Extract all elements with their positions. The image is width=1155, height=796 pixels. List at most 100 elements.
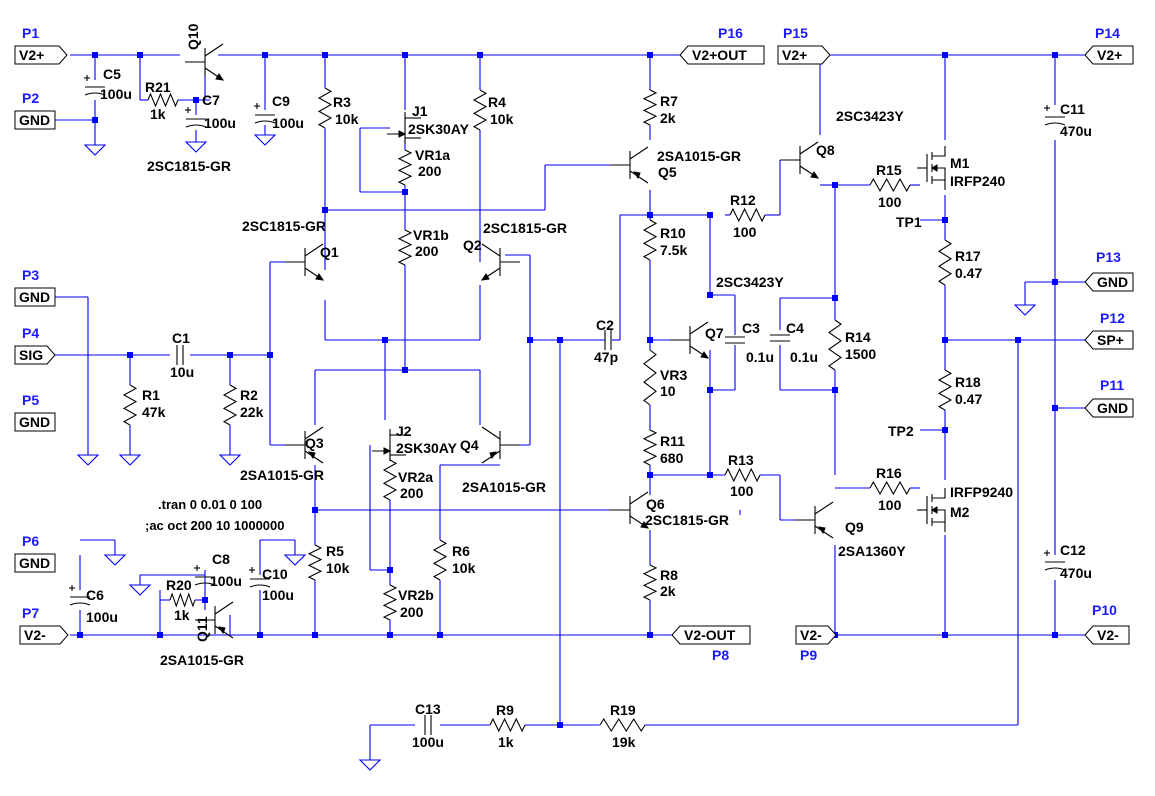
junction-41: [942, 337, 948, 343]
r16-resistor: [869, 480, 911, 496]
port-net-p5: GND: [19, 414, 50, 430]
m2-mosfet: [917, 488, 946, 532]
m1-label: M1: [950, 155, 970, 171]
junction-45: [1052, 405, 1058, 411]
q1-transistor: [285, 243, 325, 281]
r2-value: 22k: [240, 404, 264, 420]
j1-label: J1: [412, 103, 428, 119]
port-name-p2: P2: [22, 90, 39, 106]
c7-label: C7: [202, 92, 220, 108]
junction-48: [1052, 632, 1058, 638]
ground-c7: [184, 141, 208, 153]
c12-value: 470u: [1060, 565, 1092, 581]
r5-label: R5: [326, 543, 344, 559]
c6-label: C6: [86, 587, 104, 603]
port-p4: SIG: [14, 345, 56, 365]
junction-10: [402, 189, 408, 195]
r3-value: 10k: [335, 111, 359, 127]
c8-label: C8: [212, 551, 230, 567]
port-p8: V2-OUT: [671, 625, 751, 645]
port-p3: GND: [14, 287, 56, 307]
port-net-p1: V2+: [19, 47, 44, 63]
port-p7: V2-: [19, 625, 69, 645]
port-net-p9: V2-: [800, 627, 822, 643]
r12-resistor: [729, 207, 766, 223]
port-net-p11: GND: [1097, 400, 1128, 416]
q11-label: Q11: [194, 616, 210, 642]
j2-value: 2SK30AY: [396, 440, 458, 456]
c2-capacitor: [604, 330, 612, 350]
port-net-p14: V2+: [1097, 47, 1122, 63]
c10-label: C10: [262, 566, 288, 582]
r13-label: R13: [728, 452, 754, 468]
m1-value: IRFP240: [950, 173, 1005, 189]
c7-capacitor: [185, 107, 207, 128]
j1-fet: [387, 112, 421, 144]
junction-47: [942, 632, 948, 638]
c5-label: C5: [103, 66, 121, 82]
junction-18: [647, 212, 653, 218]
port-p16: V2+OUT: [679, 45, 765, 65]
vr2a-label: VR2a: [398, 469, 433, 485]
c8-capacitor: [194, 565, 216, 586]
port-name-p12: P12: [1100, 310, 1125, 326]
q8-label: Q8: [816, 142, 835, 158]
r7-label: R7: [660, 93, 678, 109]
port-name-p1: P1: [22, 25, 39, 41]
junction-5: [477, 52, 483, 58]
junction-15: [402, 367, 408, 373]
r1-value: 47k: [142, 404, 166, 420]
r13-value: 100: [730, 483, 754, 499]
c4-label: C4: [786, 320, 804, 336]
junction-43: [942, 427, 948, 433]
c11-value: 470u: [1060, 123, 1092, 139]
vr1b-resistor: [397, 229, 413, 266]
junction-25: [312, 507, 318, 513]
q2-value: 2SC1815-GR: [483, 220, 567, 236]
c12-capacitor: [1044, 550, 1066, 571]
vr1a-value: 200: [418, 163, 442, 179]
junction-11: [127, 352, 133, 358]
q8-value: 2SC3423Y: [836, 108, 904, 124]
vr2b-label: VR2b: [398, 587, 434, 603]
q7-value: 2SC3423Y: [716, 274, 784, 290]
q5-transistor: [610, 146, 649, 184]
vr3-resistor: [643, 349, 657, 406]
spice-tran: .tran 0 0.01 0 100: [158, 497, 262, 512]
ground-c13: [358, 759, 382, 771]
r8-resistor: [642, 564, 658, 601]
r5-resistor: [307, 544, 323, 581]
c1-capacitor: [176, 345, 184, 365]
port-net-p6: GND: [19, 555, 50, 571]
r17-value: 0.47: [955, 265, 982, 281]
junction-20: [707, 212, 713, 218]
c6-value: 100u: [86, 609, 118, 625]
r1-label: R1: [142, 387, 160, 403]
port-net-p2: GND: [19, 112, 50, 128]
r21-resistor: [147, 92, 179, 108]
port-p1: V2+: [14, 45, 68, 65]
junction-33: [647, 632, 653, 638]
junction-19: [647, 337, 653, 343]
junction-34: [557, 722, 563, 728]
junction-24: [707, 472, 713, 478]
r12-label: R12: [730, 192, 756, 208]
r21-label: R21: [145, 79, 171, 95]
r2-resistor: [222, 384, 238, 426]
r21-value: 1k: [150, 106, 166, 122]
ground-c8: [128, 584, 152, 596]
ground-p3: [76, 454, 100, 466]
ground-p13: [1013, 304, 1037, 316]
r3-resistor: [317, 87, 333, 129]
c3-label: C3: [742, 320, 760, 336]
r9-value: 1k: [498, 734, 514, 750]
port-name-p13: P13: [1096, 249, 1121, 265]
port-name-p16: P16: [718, 25, 743, 41]
c13-value: 100u: [412, 734, 444, 750]
r18-value: 0.47: [955, 391, 982, 407]
r15-resistor: [869, 177, 911, 193]
r6-value: 10k: [452, 560, 476, 576]
c4-value: 0.1u: [790, 349, 818, 365]
